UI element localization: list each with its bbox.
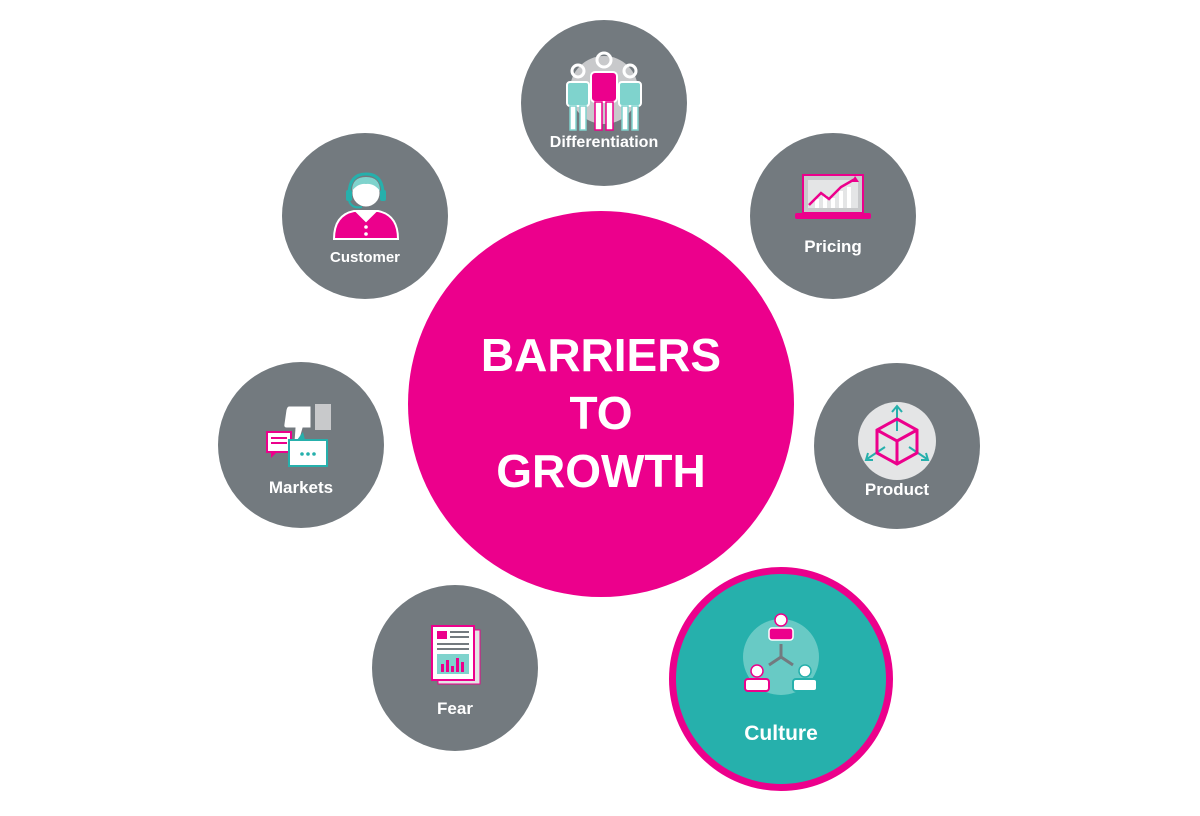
node-culture-label: Culture <box>744 722 818 745</box>
team-icon <box>566 51 642 131</box>
center-circle: BARRIERS TO GROWTH <box>408 211 794 597</box>
report-document-icon <box>431 625 481 685</box>
node-product-label: Product <box>864 480 930 499</box>
node-customer[interactable]: Customer <box>282 133 448 299</box>
cube-icon <box>858 402 936 480</box>
node-product[interactable]: Product <box>814 363 980 529</box>
laptop-chart-icon <box>795 174 871 219</box>
node-pricing-label: Pricing <box>804 237 862 256</box>
node-fear-label: Fear <box>437 699 473 718</box>
headset-agent-icon <box>332 172 400 240</box>
center-title-line-2: TO <box>569 387 633 439</box>
thumbs-down-chat-icon <box>266 404 331 467</box>
node-pricing[interactable]: Pricing <box>750 133 916 299</box>
org-hierarchy-icon <box>743 613 819 695</box>
center-title-line-1: BARRIERS <box>480 329 722 381</box>
node-differentiation-label: Differentiation <box>549 134 659 151</box>
node-differentiation[interactable]: Differentiation <box>521 20 687 186</box>
center-title-line-3: GROWTH <box>496 445 706 497</box>
node-fear[interactable]: Fear <box>372 585 538 751</box>
node-culture[interactable]: Culture <box>669 567 893 791</box>
node-markets-label: Markets <box>268 478 334 497</box>
node-markets[interactable]: Markets <box>218 362 384 528</box>
node-customer-label: Customer <box>329 249 400 266</box>
center-title: BARRIERS TO GROWTH <box>408 326 794 500</box>
